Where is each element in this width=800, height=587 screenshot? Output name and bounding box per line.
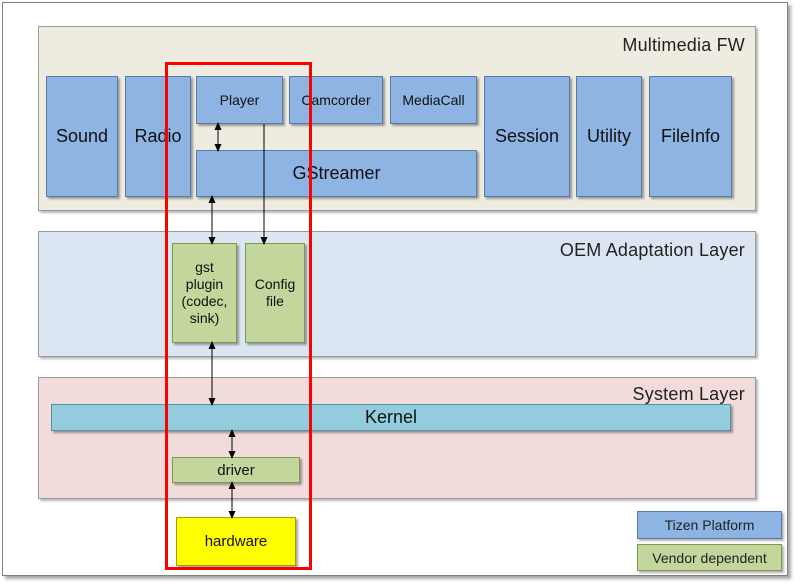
kernel-box: Kernel — [51, 404, 731, 431]
vendor-path-highlight — [165, 62, 312, 570]
camcorder-box: Camcorder — [289, 76, 383, 124]
radio-box: Radio — [125, 76, 191, 197]
multimedia-fw-title: Multimedia FW — [622, 35, 745, 55]
mediacall-box: MediaCall — [390, 76, 477, 124]
driver-box: driver — [172, 457, 300, 483]
oem-adaptation-layer: OEM Adaptation Layer — [38, 231, 756, 357]
gstreamer-box: GStreamer — [196, 150, 477, 197]
sound-box: Sound — [46, 76, 118, 197]
system-layer-title: System Layer — [632, 384, 745, 404]
gst-plugin-box: gst plugin (codec, sink) — [172, 243, 237, 343]
utility-box: Utility — [576, 76, 642, 197]
system-layer: System Layer — [38, 377, 756, 499]
fileinfo-box: FileInfo — [649, 76, 732, 197]
session-box: Session — [484, 76, 570, 197]
config-file-box: Config file — [245, 243, 305, 343]
oem-adaptation-title: OEM Adaptation Layer — [559, 240, 745, 260]
player-box: Player — [196, 76, 283, 124]
hardware-box: hardware — [176, 517, 296, 566]
legend-vendor-dependent: Vendor dependent — [637, 544, 782, 571]
legend-tizen-platform: Tizen Platform — [637, 511, 782, 539]
